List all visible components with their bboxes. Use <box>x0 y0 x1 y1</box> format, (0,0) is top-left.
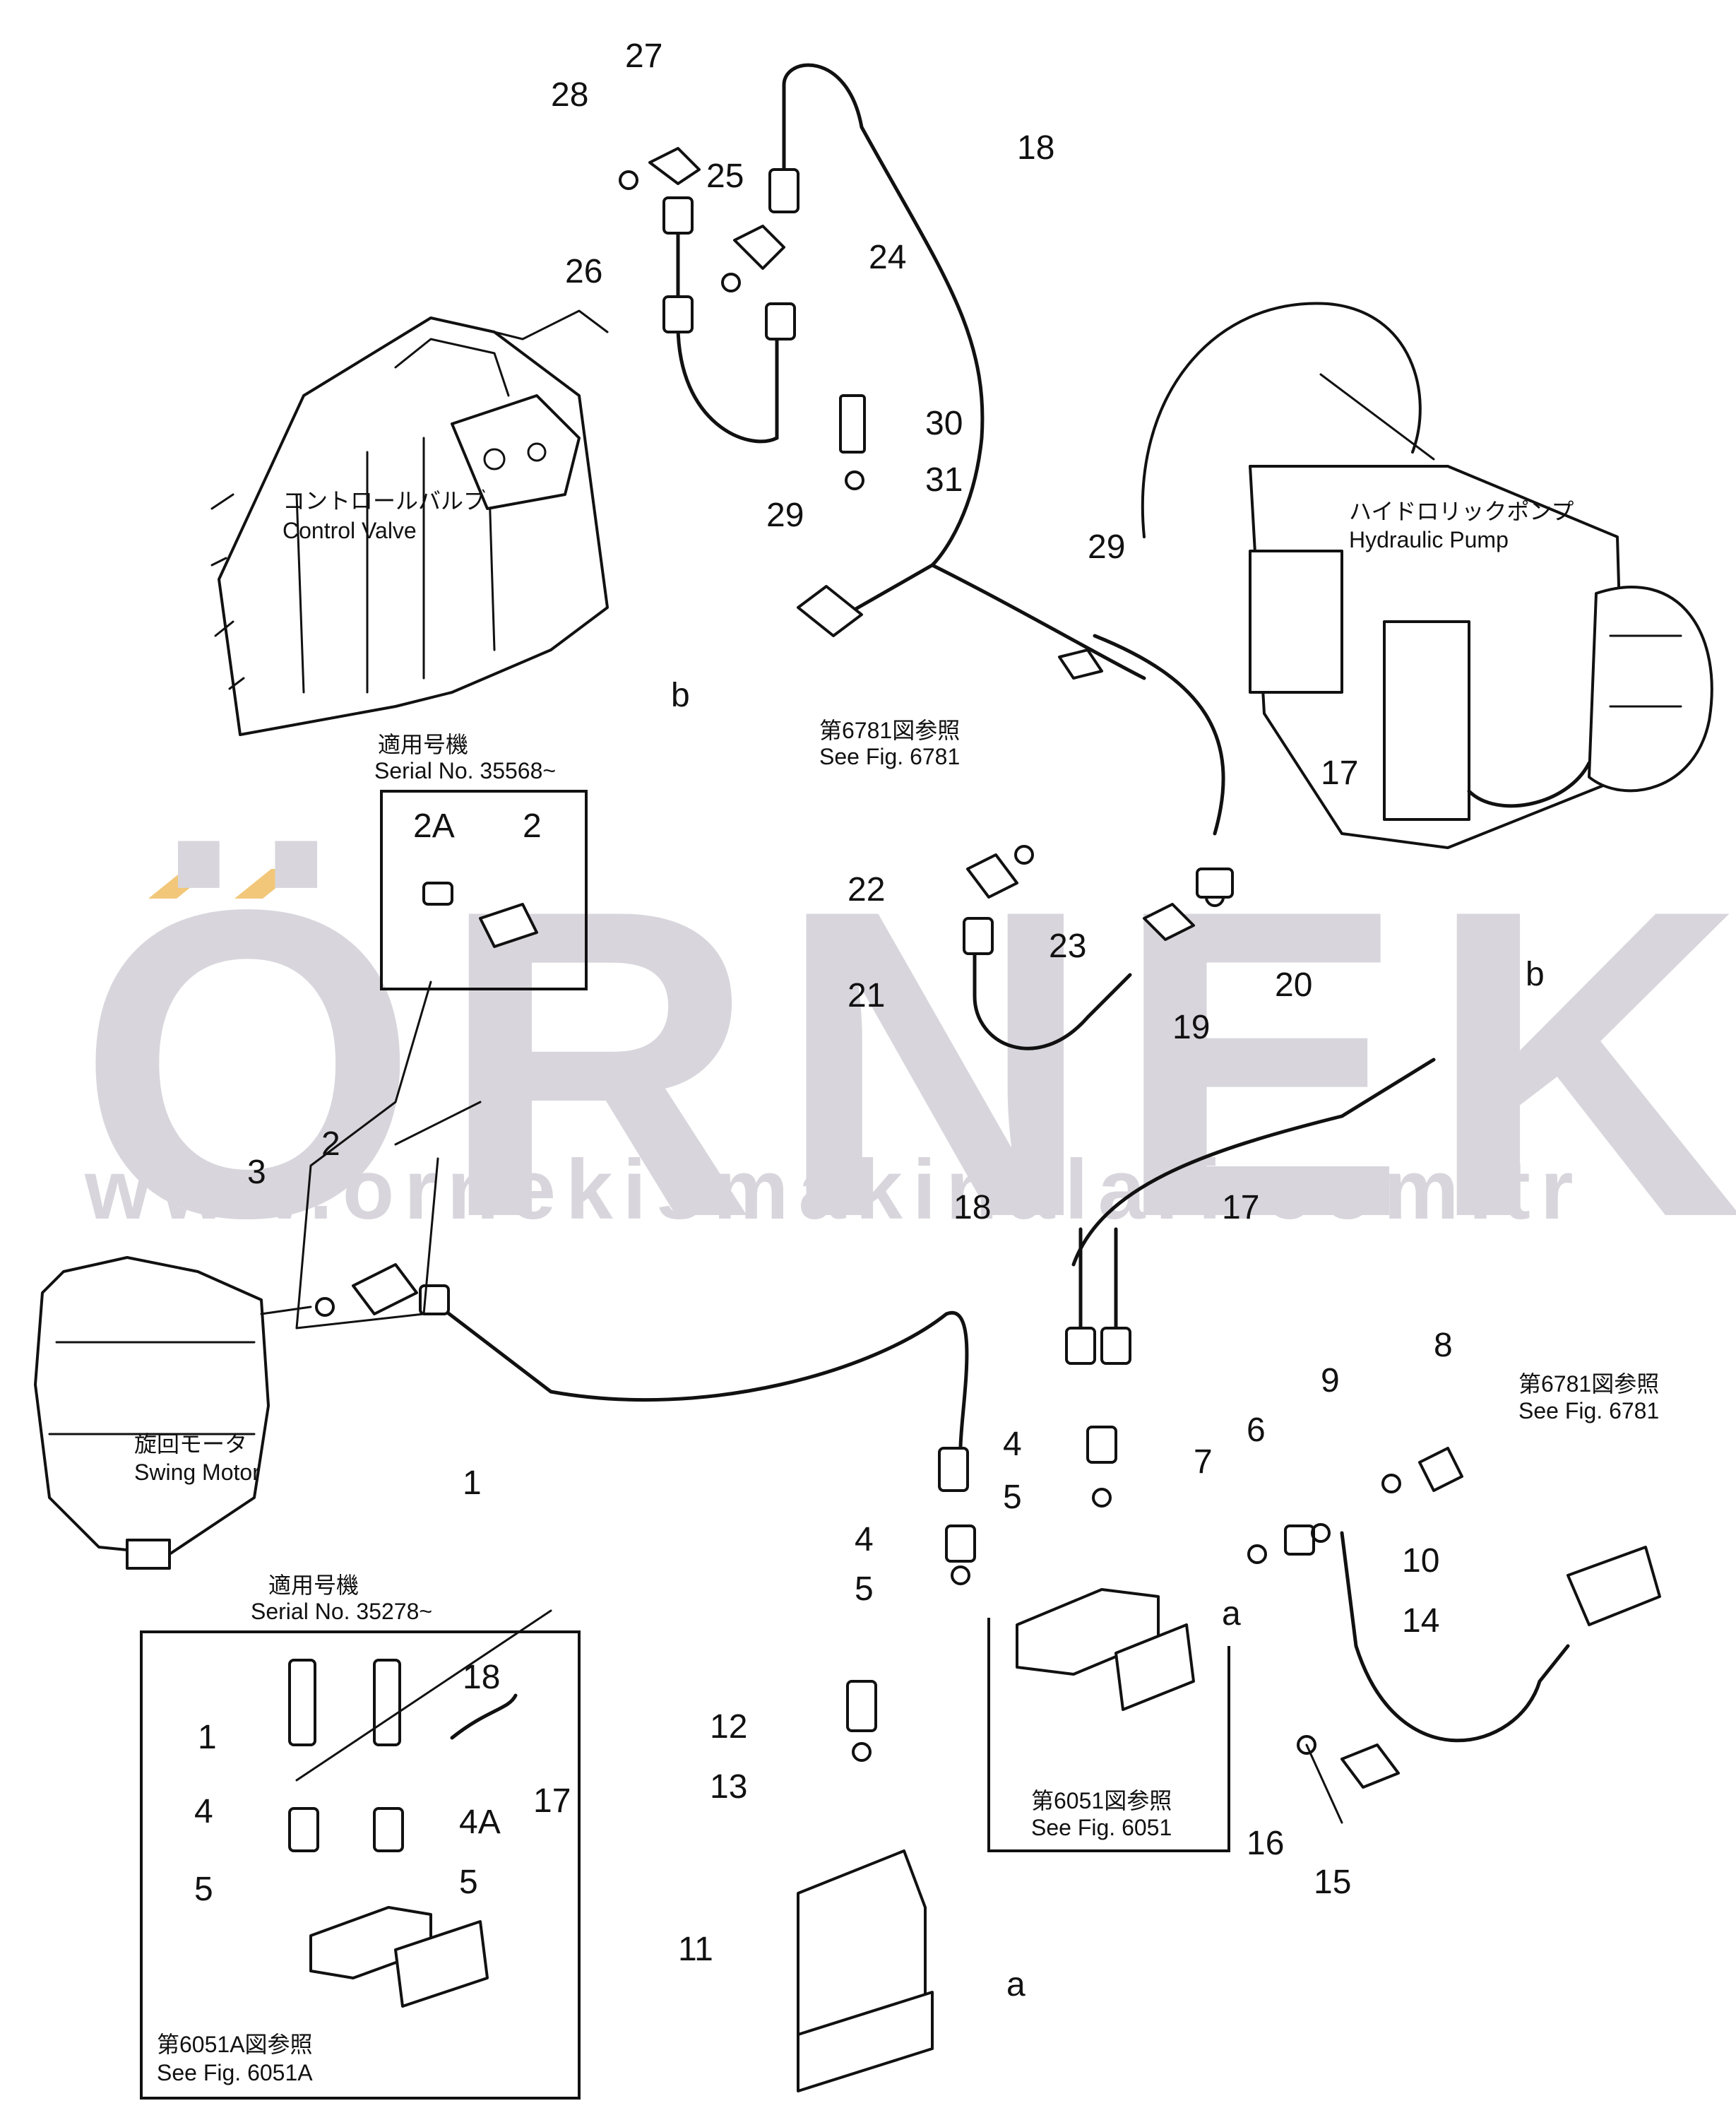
inset-serial-35278 <box>140 1630 581 2100</box>
control-valve-drawing <box>210 309 609 736</box>
callout-22: 22 <box>848 871 885 908</box>
note-fig6781-right-en: See Fig. 6781 <box>1518 1398 1659 1423</box>
control-valve-label-jp: コントロールバルブ <box>283 488 486 514</box>
callout-7: 7 <box>1194 1443 1213 1481</box>
callout-23: 23 <box>1049 928 1086 965</box>
swing-motor-label-jp: 旋回モータ <box>134 1431 247 1457</box>
watermark-url: www.ornekismakinalari.com.tr <box>84 1142 1583 1237</box>
callout-15: 15 <box>1314 1864 1351 1901</box>
fittings <box>315 147 1661 2092</box>
callout-b1: b <box>671 677 690 714</box>
callout-29a: 29 <box>766 497 804 534</box>
callout-26: 26 <box>565 253 602 290</box>
note-serial-35568-jp: 適用号機 <box>378 732 468 757</box>
swing-motor-label-en: Swing Motor <box>134 1459 260 1485</box>
callout-24: 24 <box>869 239 906 276</box>
callout-labels: 27 28 25 26 24 18 30 31 29 29 b 17 22 23… <box>194 37 1545 2003</box>
callout-18b: 18 <box>953 1189 991 1226</box>
callout-30: 30 <box>925 405 963 442</box>
note-serial-35278-en: Serial No. 35278~ <box>251 1599 432 1624</box>
hydraulic-pump-drawing <box>1141 302 1713 849</box>
callout-11: 11 <box>678 1931 713 1968</box>
callout-2-inset: 2 <box>523 807 542 845</box>
inset-callout-4A: 4A <box>459 1804 501 1841</box>
callout-16: 16 <box>1247 1825 1284 1862</box>
callout-2: 2 <box>321 1125 340 1163</box>
note-fig6781-top-jp: 第6781図参照 <box>819 718 960 743</box>
callout-a1: a <box>1222 1595 1241 1633</box>
inset-serial-35568 <box>380 790 588 990</box>
watermark-accent-right <box>234 869 299 899</box>
inset-callout-4: 4 <box>194 1793 213 1830</box>
callout-20: 20 <box>1275 966 1312 1004</box>
callout-21: 21 <box>848 977 885 1014</box>
note-fig6051-jp: 第6051図参照 <box>1031 1788 1172 1813</box>
figure-notes: 第6781図参照 See Fig. 6781 適用号機 Serial No. 3… <box>157 718 1659 2085</box>
hydraulic-pump-label-jp: ハイドロリックポンプ <box>1349 499 1574 524</box>
callout-6: 6 <box>1247 1411 1266 1449</box>
hydraulic-pump-label-en: Hydraulic Pump <box>1349 527 1509 552</box>
watermark: ÖRNEK www.ornekismakinalari.com.tr <box>78 819 1736 1308</box>
inset-callout-1: 1 <box>198 1719 217 1756</box>
fig-6051-box <box>987 1618 1230 1852</box>
callout-b2: b <box>1526 956 1545 993</box>
hose-runs <box>429 63 1570 1743</box>
callout-3: 3 <box>247 1154 266 1191</box>
leader-lines <box>295 981 1343 1824</box>
callout-8: 8 <box>1434 1327 1453 1364</box>
inset-callout-18: 18 <box>463 1659 500 1696</box>
callout-18: 18 <box>1017 129 1054 167</box>
note-serial-35278-jp: 適用号機 <box>268 1573 359 1598</box>
callout-14: 14 <box>1402 1602 1439 1640</box>
callout-4: 4 <box>1003 1426 1022 1463</box>
callout-19: 19 <box>1172 1009 1210 1046</box>
callout-1: 1 <box>463 1464 482 1502</box>
callout-5b: 5 <box>855 1570 874 1608</box>
swing-motor-drawing <box>34 1256 312 1570</box>
callout-12: 12 <box>710 1708 747 1746</box>
callout-28: 28 <box>551 76 588 114</box>
note-fig6781-top-en: See Fig. 6781 <box>819 744 960 769</box>
note-fig6781-right-jp: 第6781図参照 <box>1518 1371 1659 1397</box>
inset-callout-5b: 5 <box>459 1864 478 1901</box>
callout-13: 13 <box>710 1768 747 1806</box>
callout-2A: 2A <box>413 807 455 845</box>
watermark-brand: ÖRNEK <box>78 819 1736 1308</box>
note-serial-35568-en: Serial No. 35568~ <box>374 758 556 783</box>
note-fig6051a-jp: 第6051A図参照 <box>157 2032 313 2057</box>
callout-17: 17 <box>1321 754 1358 792</box>
inset-callout-17: 17 <box>533 1782 571 1820</box>
note-fig6051-en: See Fig. 6051 <box>1031 1815 1172 1840</box>
callout-25: 25 <box>706 158 744 195</box>
callout-9: 9 <box>1321 1362 1340 1399</box>
callout-31: 31 <box>925 461 963 499</box>
control-valve-label-en: Control Valve <box>283 518 417 543</box>
callout-4b: 4 <box>855 1521 874 1558</box>
callout-29b: 29 <box>1088 528 1125 566</box>
callout-17b: 17 <box>1222 1189 1259 1226</box>
inset-callout-5a: 5 <box>194 1871 213 1908</box>
callout-5: 5 <box>1003 1479 1022 1516</box>
callout-27: 27 <box>625 37 662 75</box>
callout-a2: a <box>1006 1966 1025 2003</box>
callout-10: 10 <box>1402 1542 1439 1580</box>
note-fig6051a-en: See Fig. 6051A <box>157 2060 313 2085</box>
watermark-accent-left <box>148 869 213 899</box>
